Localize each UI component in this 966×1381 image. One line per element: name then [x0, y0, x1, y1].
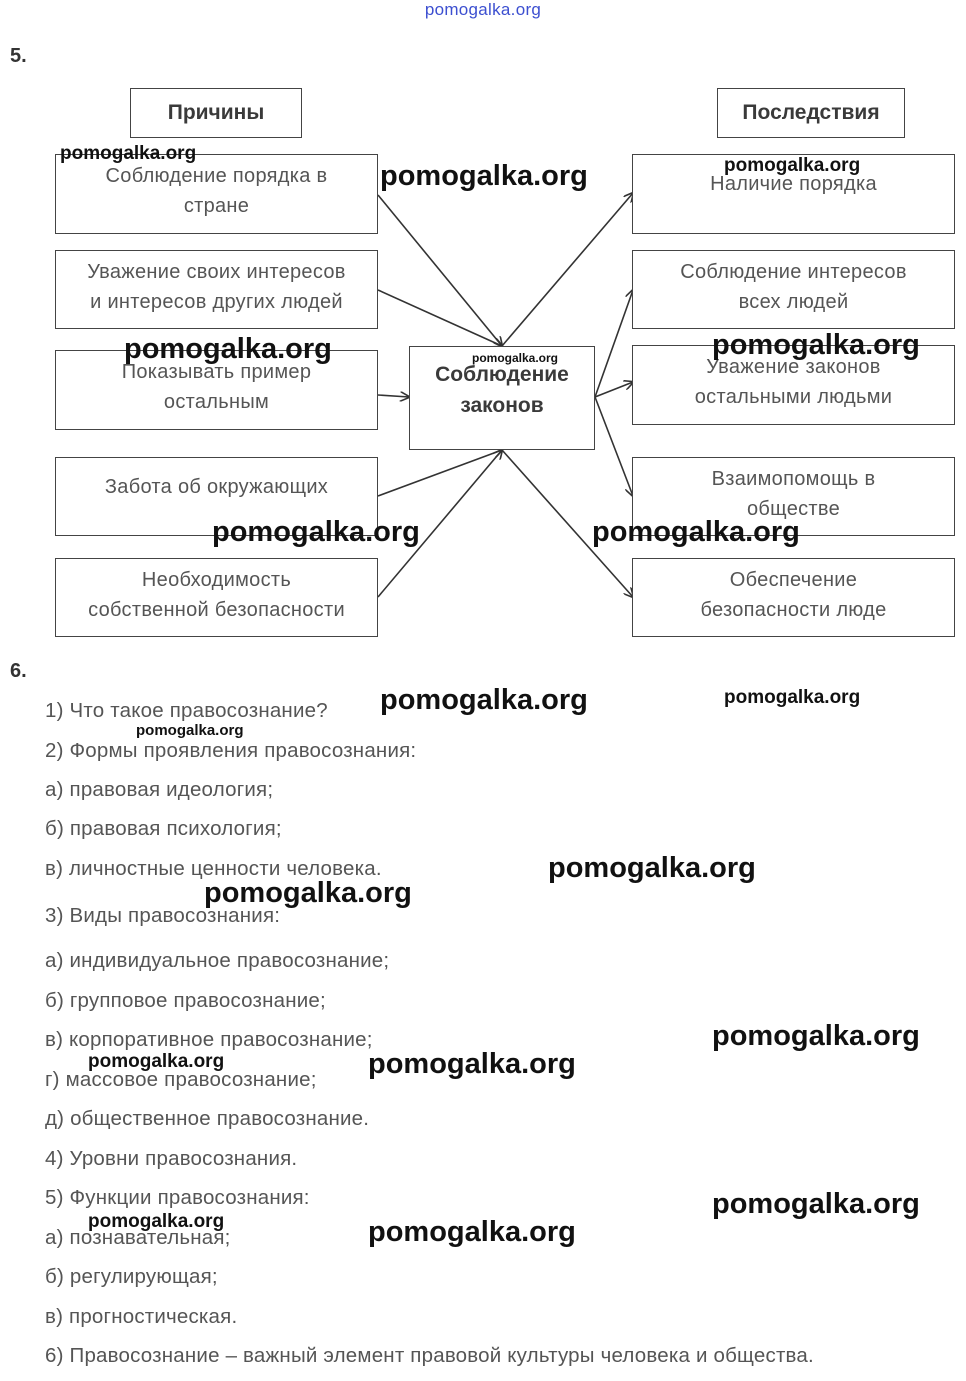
watermark: pomogalka.org [380, 684, 588, 716]
effect-1-line1: Наличие порядка [710, 173, 877, 195]
effect-box-2: Соблюдение интересов всех людей [632, 250, 955, 329]
watermark: pomogalka.org [548, 852, 756, 884]
cause-box-5: Необходимость собственной безопасности [55, 558, 378, 637]
watermark: pomogalka.org [712, 1188, 920, 1220]
task-5-number: 5. [10, 45, 27, 67]
effect-2-line2: всех людей [738, 291, 849, 313]
effect-box-4: Взаимопомощь в обществе [632, 457, 955, 536]
effect-5-line1: Обеспечение [729, 569, 858, 591]
task6-line-11: д) общественное правосознание. [45, 1107, 370, 1130]
task6-line-16: в) прогностическая. [45, 1305, 238, 1328]
watermark: pomogalka.org [60, 143, 197, 164]
arrow-cause-4 [377, 450, 502, 497]
effects-header: Последствия [717, 88, 905, 138]
task6-line-5: в) личностные ценности человека. [45, 857, 382, 880]
task6-line-4: б) правовая психология; [45, 817, 282, 840]
arrow-cause-2 [377, 289, 502, 346]
task6-line-1: 1) Что такое правосознание? [45, 699, 328, 722]
watermark: pomogalka.org [712, 1020, 920, 1052]
cause-box-3: Показывать пример остальным [55, 350, 378, 430]
cause-3-line1: Показывать пример [121, 361, 312, 383]
task6-line-3: а) правовая идеология; [45, 778, 274, 801]
arrow-effect-1 [501, 193, 633, 347]
task6-line-10: г) массовое правосознание; [45, 1068, 317, 1091]
effect-4-line1: Взаимопомощь в [711, 468, 876, 490]
diagram-arrows [377, 0, 966, 700]
causes-header: Причины [130, 88, 302, 138]
arrow-cause-1 [377, 194, 502, 346]
effect-4-line2: обществе [746, 498, 840, 520]
cause-box-1: Соблюдение порядка в стране [55, 154, 378, 234]
watermark: pomogalka.org [380, 160, 588, 192]
cause-box-4: Забота об окружающих [55, 457, 378, 536]
center-line2: законов [460, 394, 544, 417]
watermark: pomogalka.org [368, 1216, 576, 1248]
task6-line-12: 4) Уровни правосознания. [45, 1147, 298, 1170]
cause-3-line2: остальным [163, 391, 270, 413]
cause-1-line2: стране [183, 195, 250, 217]
arrow-effect-3 [594, 382, 633, 398]
watermark: pomogalka.org [136, 722, 244, 739]
center-line1: Соблюдение [435, 363, 569, 386]
task6-line-17: 6) Правосознание – важный элемент правов… [45, 1344, 814, 1367]
arrow-cause-5 [377, 450, 502, 598]
task6-line-8: б) групповое правосознание; [45, 989, 326, 1012]
effect-box-5: Обеспечение безопасности люде [632, 558, 955, 637]
cause-2-line2: и интересов других людей [90, 291, 343, 313]
arrow-effect-5 [501, 449, 633, 597]
watermark: pomogalka.org [368, 1048, 576, 1080]
center-box: Соблюдение законов [409, 346, 595, 450]
arrow-cause-3 [377, 395, 409, 397]
cause-5-line2: собственной безопасности [88, 599, 345, 621]
effect-3-line2: остальными людьми [694, 386, 893, 408]
task6-line-9: в) корпоративное правосознание; [45, 1028, 373, 1051]
effect-5-line2: безопасности люде [700, 599, 887, 621]
watermark: pomogalka.org [712, 329, 920, 361]
top-watermark: pomogalka.org [424, 0, 542, 19]
effect-box-3: Уважение законов остальными людьми [632, 345, 955, 425]
task6-line-7: а) индивидуальное правосознание; [45, 949, 390, 972]
watermark: pomogalka.org [88, 1051, 225, 1072]
cause-5-line1: Необходимость [141, 569, 292, 591]
watermark: pomogalka.org [724, 155, 861, 176]
arrow-effect-4 [594, 396, 633, 496]
watermark: pomogalka.org [204, 877, 412, 909]
watermark: pomogalka.org [724, 687, 861, 708]
watermark: pomogalka.org [124, 333, 332, 365]
watermark: pomogalka.org [592, 516, 800, 548]
effect-3-line1: Уважение законов [706, 356, 881, 378]
watermark: pomogalka.org [212, 516, 420, 548]
task6-line-2: 2) Формы проявления правосознания: [45, 739, 417, 762]
cause-4-line1: Забота об окружающих [104, 476, 329, 498]
task6-line-15: б) регулирующая; [45, 1265, 218, 1288]
cause-1-line1: Соблюдение порядка в [105, 165, 328, 187]
arrow-effect-2 [594, 290, 633, 398]
cause-box-2: Уважение своих интересов и интересов дру… [55, 250, 378, 329]
watermark: pomogalka.org [472, 351, 559, 365]
effect-2-line1: Соблюдение интересов [680, 261, 907, 283]
task6-line-14: а) познавательная; [45, 1226, 231, 1249]
task6-line-13: 5) Функции правосознания: [45, 1186, 310, 1209]
cause-2-line1: Уважение своих интересов [87, 261, 346, 283]
task-6-number: 6. [10, 660, 27, 682]
effect-box-1: Наличие порядка [632, 154, 955, 234]
watermark: pomogalka.org [88, 1211, 225, 1232]
task6-line-6: 3) Виды правосознания: [45, 904, 281, 927]
